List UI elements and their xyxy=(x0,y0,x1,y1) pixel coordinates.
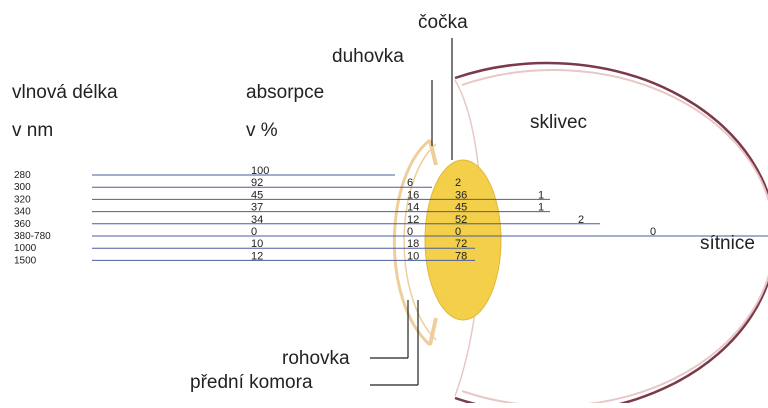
absorption-value: 37 xyxy=(251,202,263,214)
absorption-value: 92 xyxy=(251,177,263,189)
label-anterior-chamber: přední komora xyxy=(190,372,313,393)
absorption-value: 0 xyxy=(251,226,257,238)
absorption-value: 10 xyxy=(251,238,263,250)
wavelength-label: 380-780 xyxy=(14,231,51,242)
absorption-value: 1 xyxy=(538,189,544,201)
absorption-value: 0 xyxy=(650,226,656,238)
absorption-value: 45 xyxy=(455,202,467,214)
absorption-value: 100 xyxy=(251,165,269,177)
wavelength-label: 360 xyxy=(14,219,31,230)
label-vitreous: sklivec xyxy=(530,112,587,133)
absorption-value: 6 xyxy=(407,177,413,189)
absorption-value: 1 xyxy=(538,202,544,214)
wavelength-label: 1500 xyxy=(14,255,37,266)
eye-globe-outer xyxy=(454,61,768,408)
label-lens: čočka xyxy=(418,12,468,33)
iris-shape xyxy=(428,139,438,346)
label-absorption-1: absorpce xyxy=(246,82,324,103)
cornea-shape-inner xyxy=(403,143,437,341)
label-wavelength-2: v nm xyxy=(12,120,53,141)
absorption-value: 72 xyxy=(455,238,467,250)
absorption-value: 2 xyxy=(455,177,461,189)
absorption-value: 12 xyxy=(251,250,263,262)
absorption-value: 52 xyxy=(455,214,467,226)
wavelength-label: 320 xyxy=(14,194,31,205)
absorption-value: 16 xyxy=(407,189,419,201)
label-cornea: rohovka xyxy=(282,348,350,369)
wavelength-label: 300 xyxy=(14,182,31,193)
absorption-value: 14 xyxy=(407,202,419,214)
absorption-value: 45 xyxy=(251,189,263,201)
absorption-value: 10 xyxy=(407,250,419,262)
absorption-value: 18 xyxy=(407,238,419,250)
label-absorption-2: v % xyxy=(246,120,278,141)
absorption-value: 12 xyxy=(407,214,419,226)
absorption-value: 34 xyxy=(251,214,263,226)
absorption-value: 78 xyxy=(455,250,467,262)
absorption-value: 36 xyxy=(455,189,467,201)
wavelength-label: 340 xyxy=(14,207,31,218)
label-retina: sítnice xyxy=(700,233,755,254)
label-wavelength-1: vlnová délka xyxy=(12,82,118,103)
absorption-value: 2 xyxy=(578,214,584,226)
lens-shape xyxy=(424,159,502,321)
cornea-shape xyxy=(392,138,432,347)
absorption-value: 0 xyxy=(455,226,461,238)
absorption-value: 0 xyxy=(407,226,413,238)
wavelength-label: 1000 xyxy=(14,243,37,254)
label-iris: duhovka xyxy=(332,46,404,67)
wavelength-label: 280 xyxy=(14,170,31,181)
